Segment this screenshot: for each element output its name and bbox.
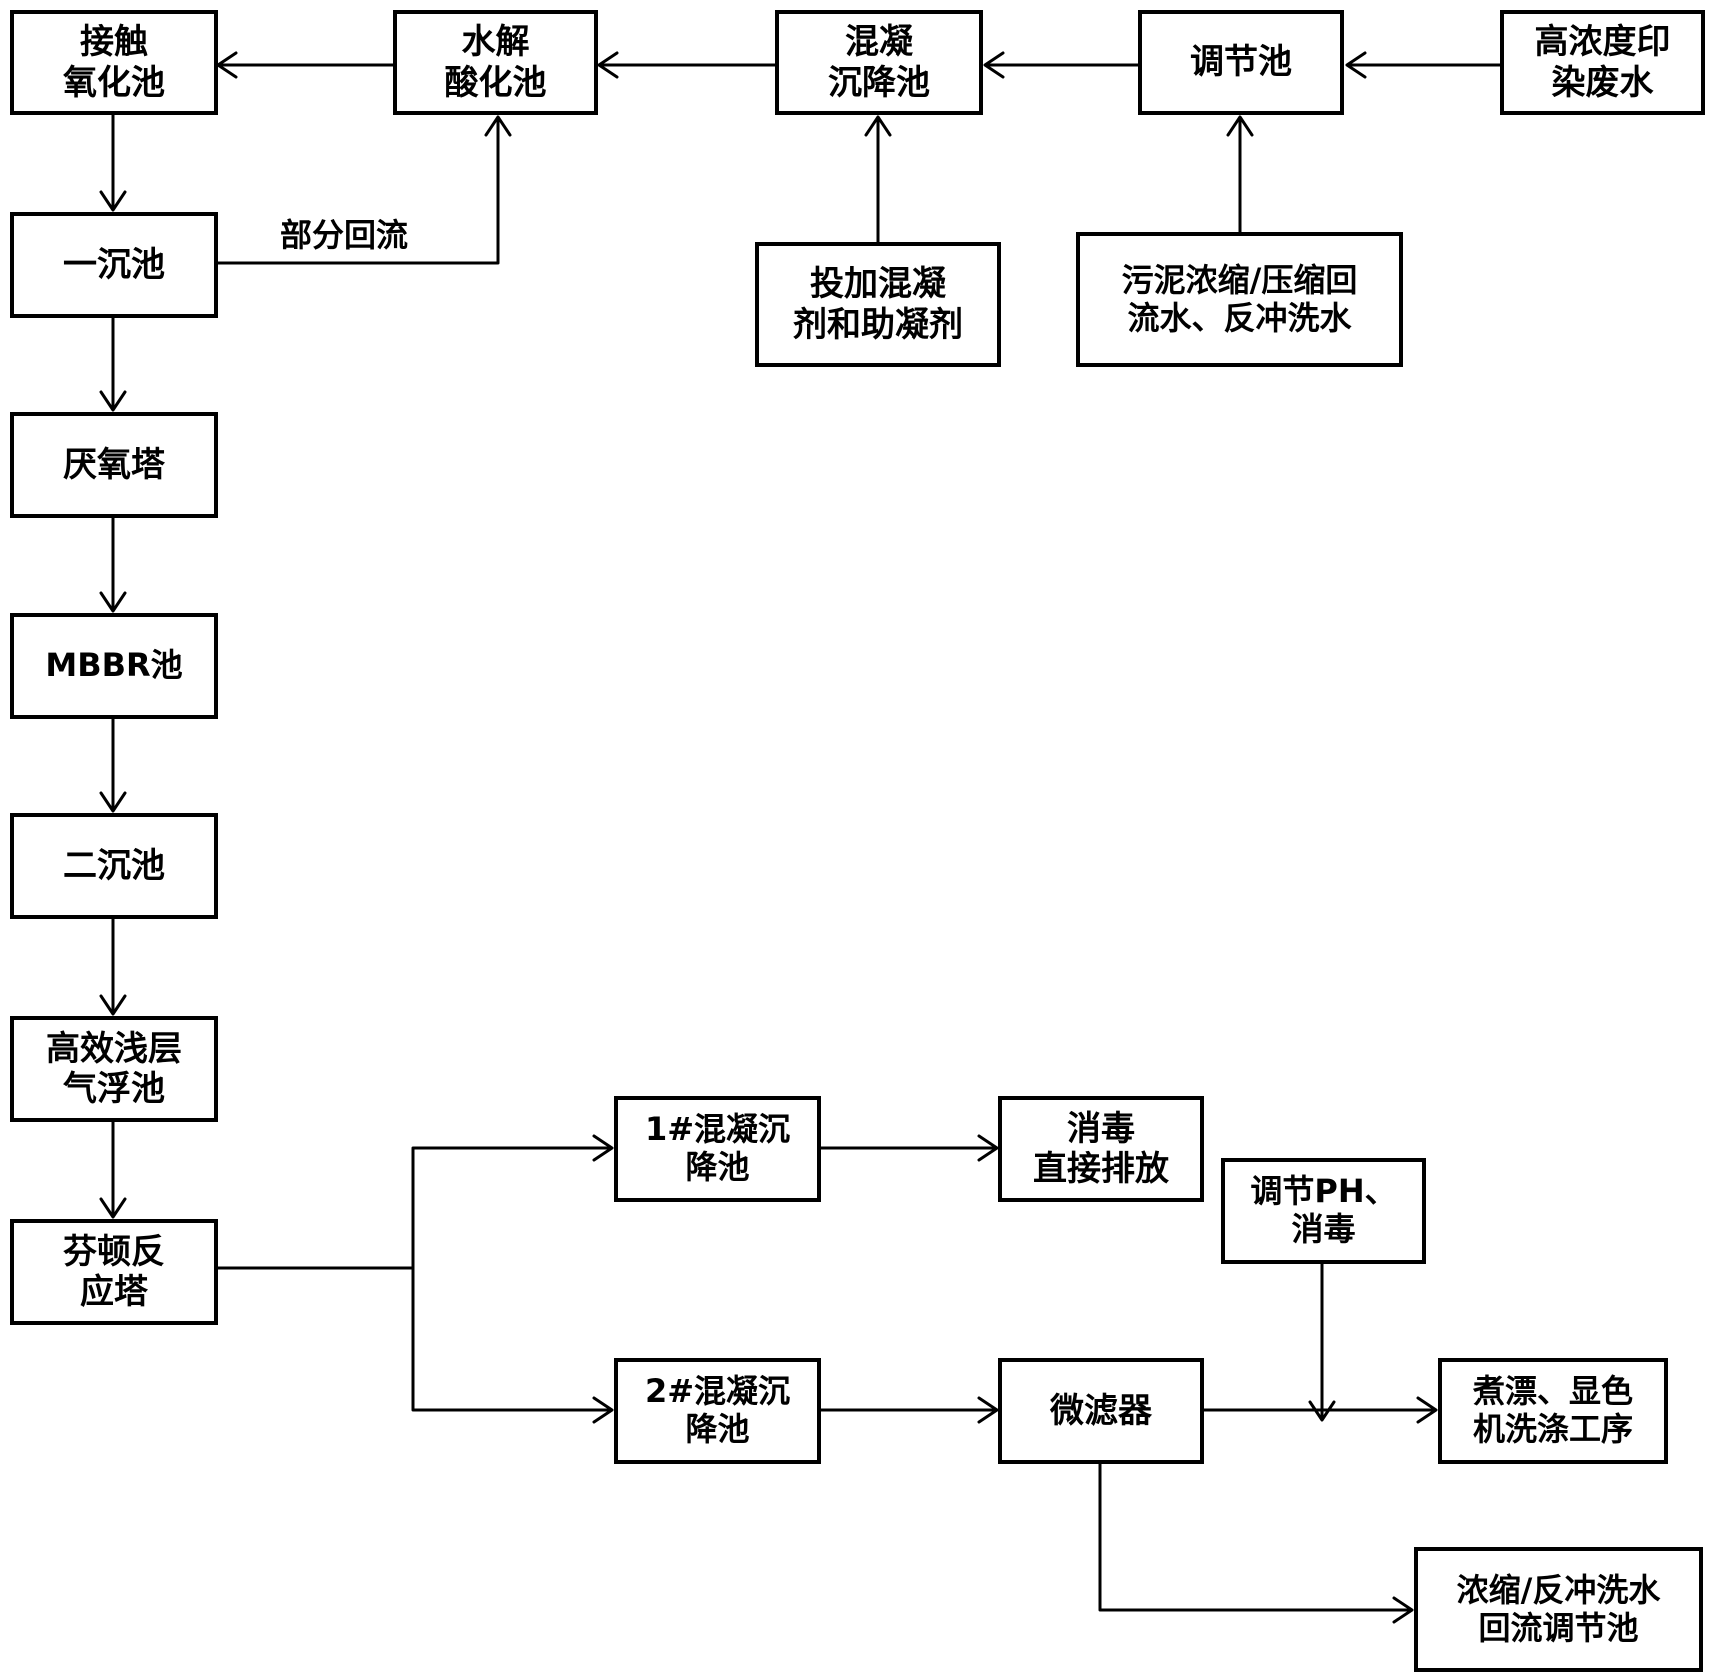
connector-split-upper — [411, 1146, 610, 1270]
arrowhead — [99, 190, 127, 212]
node-secondary-settle: 二沉池 — [10, 813, 218, 919]
node-primary-settle: 一沉池 — [10, 212, 218, 318]
node-disinfect-discharge: 消毒 直接排放 — [998, 1096, 1204, 1202]
node-label: MBBR池 — [45, 646, 183, 685]
node-wastewater: 高浓度印 染废水 — [1500, 10, 1705, 115]
node-ph-disinfect: 调节PH、 消毒 — [1221, 1158, 1426, 1264]
node-label: 消毒 直接排放 — [1033, 1108, 1169, 1189]
node-label: 水解 酸化池 — [444, 22, 547, 103]
arrowhead — [99, 791, 127, 813]
node-fenton: 芬顿反 应塔 — [10, 1219, 218, 1325]
connector-microfilter-to-return — [1098, 1461, 1410, 1612]
node-coag-1: 1#混凝沉 降池 — [614, 1096, 821, 1202]
node-coag-settle: 混凝 沉降池 — [775, 10, 983, 115]
node-label: 调节池 — [1190, 42, 1292, 83]
node-label: 混凝 沉降池 — [828, 22, 930, 103]
arrowhead — [99, 1197, 127, 1219]
node-label: 芬顿反 应塔 — [63, 1231, 165, 1312]
arrowhead — [1345, 51, 1367, 79]
node-label: 一沉池 — [63, 244, 165, 285]
connector-split-lower — [411, 1266, 610, 1412]
arrowhead — [1416, 1396, 1438, 1424]
arrowhead — [1308, 1400, 1336, 1422]
node-label: 二沉池 — [63, 845, 165, 886]
node-label: 调节PH、 消毒 — [1250, 1172, 1397, 1248]
arrowhead — [983, 51, 1005, 79]
node-air-flotation: 高效浅层 气浮池 — [10, 1016, 218, 1122]
arrowhead — [99, 390, 127, 412]
arrowhead — [864, 115, 892, 137]
arrowhead — [484, 115, 512, 137]
node-regulating-tank: 调节池 — [1138, 10, 1344, 115]
arrowhead — [99, 591, 127, 613]
node-contact-oxidation: 接触 氧化池 — [10, 10, 218, 115]
arrowhead — [977, 1396, 999, 1424]
node-label: 煮漂、显色 机洗涤工序 — [1472, 1372, 1633, 1448]
node-label: 污泥浓缩/压缩回 流水、反冲洗水 — [1121, 260, 1358, 337]
node-mbbr: MBBR池 — [10, 613, 218, 719]
edge-label-partial-return: 部分回流 — [280, 216, 409, 254]
node-label: 接触 氧化池 — [63, 22, 165, 103]
node-label: 投加混凝 剂和助凝剂 — [793, 264, 963, 345]
arrowhead — [1392, 1596, 1414, 1624]
arrowhead — [216, 51, 238, 79]
node-label: 微滤器 — [1050, 1390, 1152, 1431]
node-label: 高效浅层 气浮池 — [46, 1028, 182, 1109]
node-concentrate-return: 浓缩/反冲洗水 回流调节池 — [1414, 1547, 1703, 1672]
node-coag-2: 2#混凝沉 降池 — [614, 1358, 821, 1464]
arrowhead — [592, 1134, 614, 1162]
connector-partial-return — [215, 119, 500, 265]
arrowhead — [597, 51, 619, 79]
node-label: 厌氧塔 — [63, 444, 165, 485]
node-label: 1#混凝沉 降池 — [644, 1110, 791, 1186]
node-anaerobic-tower: 厌氧塔 — [10, 412, 218, 518]
node-hydrolysis: 水解 酸化池 — [393, 10, 598, 115]
node-reuse-process: 煮漂、显色 机洗涤工序 — [1438, 1358, 1668, 1464]
node-label: 2#混凝沉 降池 — [644, 1372, 791, 1448]
node-microfilter: 微滤器 — [998, 1358, 1204, 1464]
arrowhead — [1226, 115, 1254, 137]
node-label: 高浓度印 染废水 — [1534, 22, 1671, 103]
arrowhead — [977, 1134, 999, 1162]
node-sludge-return: 污泥浓缩/压缩回 流水、反冲洗水 — [1076, 232, 1403, 367]
node-coagulant-dosing: 投加混凝 剂和助凝剂 — [755, 242, 1001, 367]
arrowhead — [592, 1396, 614, 1424]
node-label: 浓缩/反冲洗水 回流调节池 — [1456, 1570, 1661, 1647]
arrowhead — [99, 994, 127, 1016]
